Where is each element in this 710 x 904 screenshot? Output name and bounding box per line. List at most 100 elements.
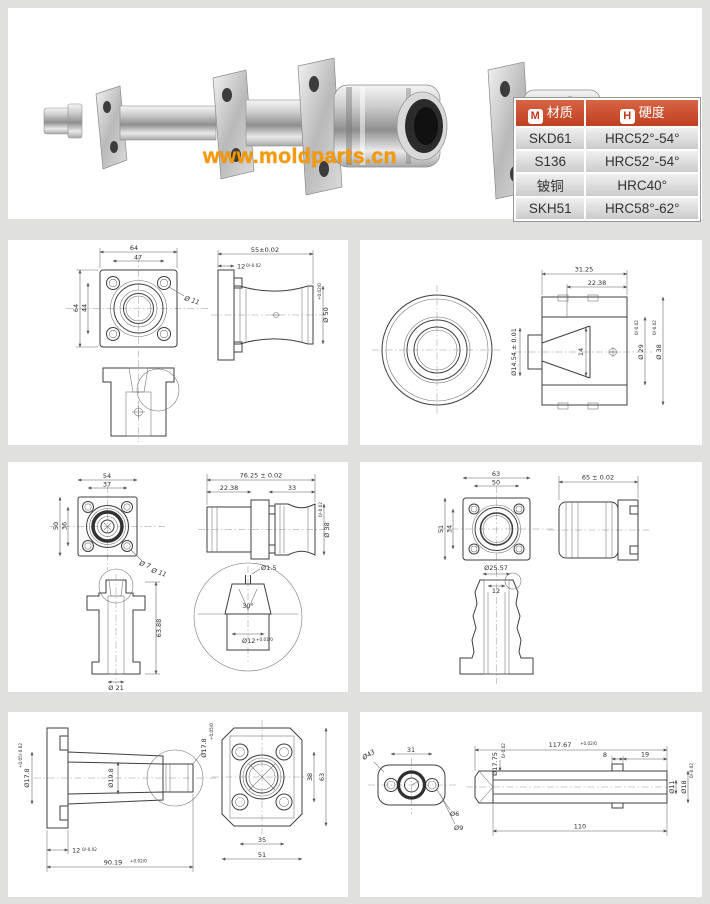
dim-label: 14 <box>577 348 585 356</box>
dim-label: Ø19.8 <box>107 768 115 788</box>
dim-tolerance: 0/-0.02 <box>501 743 506 758</box>
material-cell: S136 <box>516 151 585 172</box>
dim-label: Ø 11 <box>149 566 167 579</box>
dim-tolerance: 0/-0.02 <box>318 502 323 517</box>
dim-label: 47 <box>134 254 142 262</box>
dim-label: Ø18 <box>680 780 688 793</box>
hardness-cell: HRC52°-54° <box>586 151 698 172</box>
dim-label: Ø17.8 <box>23 768 31 788</box>
hardness-cell: HRC40° <box>586 174 698 196</box>
dim-label: Ø12 <box>242 637 255 645</box>
dim-label: 35 <box>258 836 266 844</box>
front-view: 63 50 51 34 <box>437 470 556 574</box>
dim-label: 22.38 <box>588 279 607 287</box>
dim-label: Ø 38 <box>323 522 331 537</box>
dim-tolerance: +0.02/0 <box>130 859 147 864</box>
dim-label: 64 <box>130 244 138 252</box>
dim-label: 51 <box>437 525 445 533</box>
dim-label: 76.25 ± 0.02 <box>240 472 283 480</box>
end-view: 31 Ø43 Ø6 Ø9 <box>360 746 463 832</box>
watermark: www.moldparts.cn <box>203 145 397 168</box>
dim-label: Ø9 <box>454 824 463 832</box>
dim-label: 64 <box>72 304 80 312</box>
section-view: 63.88 Ø 21 <box>86 568 163 692</box>
dim-label: 30° <box>242 602 254 610</box>
material-cell: SKD61 <box>516 128 585 149</box>
dim-label: 117.67 <box>549 741 572 749</box>
dim-label: 44 <box>81 304 89 312</box>
section-view <box>102 360 180 442</box>
dim-label: 51 <box>258 851 266 859</box>
section-view: 117.67 +0.02/0 Ø17.75 0/-0.02 8 19 Ø11 Ø… <box>466 741 694 836</box>
dim-label: 12 <box>72 847 80 855</box>
drawing-5: Ø17.8 +0.05/-0.02 Ø19.8 Ø17.8 +0.05/0 12… <box>18 720 328 872</box>
dim-label: Ø11 <box>668 780 676 793</box>
hardness-icon: H <box>619 109 635 124</box>
dim-tolerance: +0.02/0 <box>317 283 322 300</box>
front-view <box>372 285 503 416</box>
dim-label: 38 <box>306 773 314 781</box>
dim-label: 54 <box>103 472 111 480</box>
dim-tolerance: +0.02/0 <box>580 741 597 746</box>
table-row: 铍铜 HRC40° <box>516 174 698 196</box>
dim-label: 65 ± 0.02 <box>582 474 614 482</box>
dim-label: 50 <box>52 522 60 530</box>
drawing-panel-2: 31.25 22.38 Ø14.54 ± 0.01 14 Ø 29 0/-0.0… <box>360 240 702 445</box>
drawing-panel-1: 64 47 64 44 Ø 11 <box>8 240 348 445</box>
dim-label: Ø 38 <box>655 344 663 359</box>
dim-label: 37 <box>103 481 111 489</box>
drawing-1: 64 47 64 44 Ø 11 <box>66 244 330 442</box>
side-view: 55±0.02 12 0/-0.02 Ø 50 +0.02/0 <box>211 246 330 361</box>
hardness-cell: HRC58°-62° <box>586 198 698 219</box>
dim-label: 12 <box>237 263 245 271</box>
dim-label: Ø25.57 <box>484 564 508 572</box>
dim-label: Ø17.75 <box>491 752 499 776</box>
section-view: 31.25 22.38 Ø14.54 ± 0.01 14 Ø 29 0/-0.0… <box>510 266 665 410</box>
hardness-header-label: 硬度 <box>638 105 665 120</box>
dim-tolerance: 0/-0.02 <box>82 847 97 852</box>
dim-label: 34 <box>446 525 454 533</box>
detail-view: Ø1.5 30° Ø12 +0.01/0 <box>193 562 303 672</box>
dim-label: 22.38 <box>220 484 239 492</box>
section-view: Ø17.8 +0.05/-0.02 Ø19.8 Ø17.8 +0.05/0 12… <box>18 723 216 872</box>
dim-tolerance: 0/-0.02 <box>652 320 657 335</box>
dim-label: 31 <box>407 746 415 754</box>
dim-label: 36 <box>61 522 69 530</box>
table-row: SKD61 HRC52°-54° <box>516 128 698 149</box>
material-cell: 铍铜 <box>516 174 585 196</box>
front-view: 38 63 35 51 <box>212 720 328 861</box>
dim-label: 19 <box>641 751 649 759</box>
dim-label: 63 <box>492 470 500 478</box>
dim-label: 90.19 <box>104 859 123 867</box>
dim-label: Ø14.54 ± 0.01 <box>510 328 518 376</box>
dim-label: Ø1.5 <box>261 564 276 572</box>
drawing-3: 54 37 50 36 Ø 7 Ø 11 <box>50 472 331 692</box>
material-icon: M <box>527 109 543 124</box>
dim-label: 55±0.02 <box>251 246 279 254</box>
dim-label: Ø 7 <box>137 559 152 571</box>
side-view: 65 ± 0.02 <box>548 474 650 561</box>
dim-label: Ø6 <box>450 810 459 818</box>
dim-label: Ø 11 <box>182 294 200 307</box>
drawing-2: 31.25 22.38 Ø14.54 ± 0.01 14 Ø 29 0/-0.0… <box>372 266 665 416</box>
front-view <box>66 256 210 360</box>
drawing-panel-5: Ø17.8 +0.05/-0.02 Ø19.8 Ø17.8 +0.05/0 12… <box>8 712 348 897</box>
dim-label: 31.25 <box>575 266 594 274</box>
table-row: S136 HRC52°-54° <box>516 151 698 172</box>
dim-tolerance: +0.05/0 <box>209 723 214 740</box>
drawing-panel-6: 31 Ø43 Ø6 Ø9 117.67 <box>360 712 702 897</box>
side-view: 76.25 ± 0.02 22.38 33 Ø 38 0/-0.02 <box>198 472 331 560</box>
drawing-4: 63 50 51 34 65 ± 0.02 <box>437 470 650 684</box>
table-row: SKH51 HRC58°-62° <box>516 198 698 219</box>
dim-tolerance: 0/-0.02 <box>689 763 694 778</box>
dimensions: 64 47 64 44 Ø 11 <box>72 244 201 348</box>
dim-label: 33 <box>288 484 296 492</box>
left-part-photo <box>43 57 448 196</box>
dim-label: 12 <box>492 587 500 595</box>
dim-label: Ø17.8 <box>200 738 208 758</box>
